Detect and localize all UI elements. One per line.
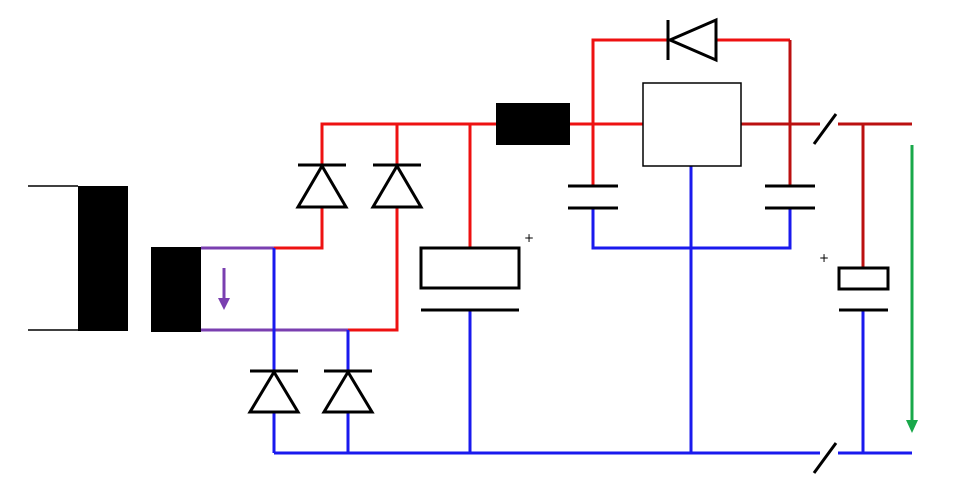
cap-polarity-label: + [524,231,534,245]
break-mark-top [812,113,838,145]
output-arrow-head [906,420,918,433]
filter-capacitor-main: + [419,231,534,312]
transformer-primary-core [78,186,128,331]
diode-triangle [666,17,718,63]
small-caps-ground [591,208,792,250]
cap-polarity-label: + [819,251,829,265]
protection-diode [666,17,718,63]
diode-triangle [295,163,349,209]
voltage-regulator [642,82,742,167]
bridge-diode-bottom-right [321,369,375,414]
output-voltage-arrow [906,145,918,433]
cap-plate-positive [837,266,890,291]
transformer [28,185,201,332]
cap-plate-positive [419,246,521,290]
diode-triangle [370,163,424,209]
output-capacitor [765,184,815,210]
ground-rail [272,166,912,474]
protection-diode-left-wire [591,38,668,124]
bridge-positive-right [348,124,399,332]
bridge-diode-top-left [295,163,349,209]
input-capacitor [568,184,618,210]
output-electrolytic-capacitor: + [819,251,890,312]
fuse-or-resistor [496,103,570,145]
bridge-diode-top-right [370,163,424,209]
output-positive-rail [741,40,912,268]
bridge-diode-bottom-left [247,369,301,414]
break-mark-bottom [812,442,838,474]
diode-triangle [247,369,301,414]
diode-triangle [321,369,375,414]
ac-voltage-arrow-head [218,298,230,310]
transformer-secondary-core [151,247,201,332]
